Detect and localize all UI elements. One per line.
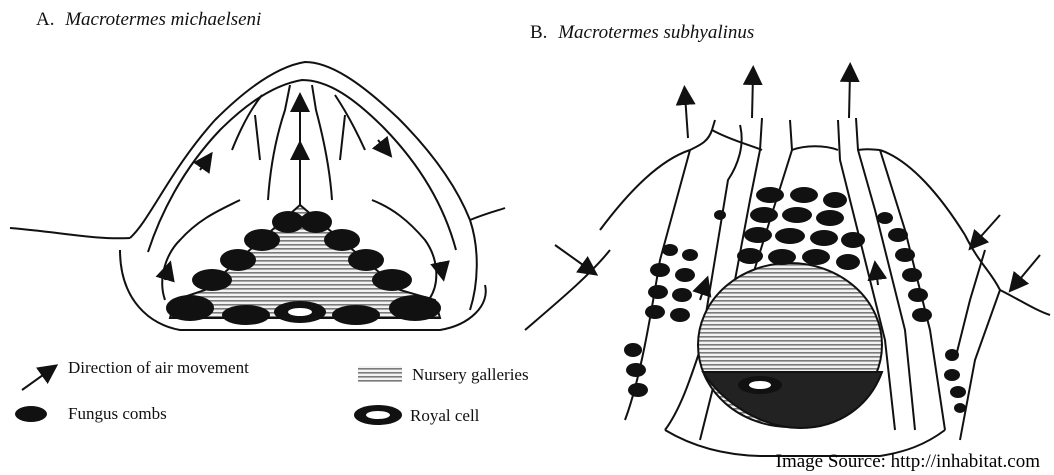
channel-a-6 (312, 85, 332, 200)
fungus-comb (645, 305, 665, 319)
fungus-comb (300, 211, 332, 233)
fungus-comb (324, 229, 360, 251)
air-arrow (378, 140, 386, 150)
connector-b-3 (858, 149, 880, 150)
ground-line-a-right (470, 208, 505, 220)
air-arrow (555, 245, 590, 270)
panel-a-title: A. Macrotermes michaelseni (36, 9, 261, 30)
fungus-comb (672, 288, 692, 302)
legend-air-label: Direction of air movement (68, 358, 249, 377)
fungus-comb (628, 383, 648, 397)
fungus-comb (775, 228, 805, 244)
fungus-comb (782, 207, 812, 223)
air-arrow (165, 270, 168, 280)
legend-fungus: Fungus combs (15, 404, 167, 423)
legend: Direction of air movement Nursery galler… (15, 358, 529, 425)
legend-royal-label: Royal cell (410, 406, 480, 425)
fungus-comb (222, 305, 270, 325)
legend-nursery: Nursery galleries (358, 365, 529, 384)
royal-cell-b (738, 376, 782, 394)
panel-b-title: B. Macrotermes subhyalinus (530, 22, 754, 43)
air-arrow (1015, 255, 1040, 285)
royal-cell-a (274, 301, 326, 323)
air-arrow (975, 215, 1000, 243)
fungus-comb (841, 232, 865, 248)
fungus-comb (220, 249, 256, 271)
fungus-comb (737, 248, 763, 264)
fungus-comb (750, 207, 778, 223)
fungus-comb (166, 295, 214, 321)
air-arrow (440, 262, 442, 272)
fungus-comb (810, 230, 838, 246)
fungus-comb (675, 268, 695, 282)
fungus-comb (877, 212, 893, 224)
fungus-comb (823, 192, 847, 208)
ground-line-b-right (1000, 290, 1050, 315)
ground-line-b-left (525, 250, 610, 330)
fungus-comb (372, 269, 412, 291)
fungus-comb (662, 244, 678, 256)
fungus-comb (648, 285, 668, 299)
fungus-comb (626, 363, 646, 377)
image-source-credit: Image Source: http://inhabitat.com (776, 451, 1041, 472)
fungus-comb (650, 263, 670, 277)
fungus-comb (624, 343, 642, 357)
channel-a-4 (335, 95, 365, 150)
legend-royal: Royal cell (354, 405, 480, 425)
fungus-comb (944, 369, 960, 381)
shoulder-b-left (600, 150, 690, 230)
fungus-comb (348, 249, 384, 271)
fungus-comb-icon (15, 406, 47, 422)
ground-line-a-left (10, 228, 130, 238)
fungus-comb (945, 349, 959, 361)
fungus-comb (802, 249, 830, 265)
connector-b-1 (712, 130, 762, 150)
royal-chamber-b (703, 372, 882, 428)
fungus-comb (790, 187, 818, 203)
legend-air: Direction of air movement (22, 358, 249, 390)
air-arrow (849, 72, 850, 118)
fungus-comb (714, 210, 726, 220)
air-arrow (200, 160, 207, 170)
fungus-comb (895, 248, 915, 262)
fungus-comb (908, 288, 928, 302)
fungus-comb (836, 254, 860, 270)
air-arrow (876, 270, 878, 285)
air-arrow (700, 285, 705, 300)
legend-fungus-label: Fungus combs (68, 404, 167, 423)
fungus-comb (389, 295, 441, 321)
arrow-icon (22, 370, 50, 390)
fungus-comb (682, 249, 698, 261)
connector-b-2 (792, 146, 838, 150)
legend-nursery-label: Nursery galleries (412, 365, 529, 384)
fungus-comb (670, 308, 690, 322)
fungus-comb (756, 187, 784, 203)
fungus-comb (272, 211, 304, 233)
fungus-comb (816, 210, 844, 226)
fungus-comb (744, 227, 772, 243)
channel-a-5 (268, 85, 290, 200)
fungus-comb (902, 268, 922, 282)
fungus-comb (888, 228, 908, 242)
nursery-swatch-icon (358, 366, 402, 382)
air-arrow (685, 95, 688, 138)
fungus-comb (244, 229, 280, 251)
fungus-comb (950, 386, 966, 398)
fungus-comb (954, 403, 966, 413)
chimney-b-1-wall (625, 150, 690, 420)
air-arrow (752, 75, 753, 118)
fungus-comb (912, 308, 932, 322)
fungus-comb (192, 269, 232, 291)
fungus-comb (768, 249, 796, 265)
fungus-comb (332, 305, 380, 325)
